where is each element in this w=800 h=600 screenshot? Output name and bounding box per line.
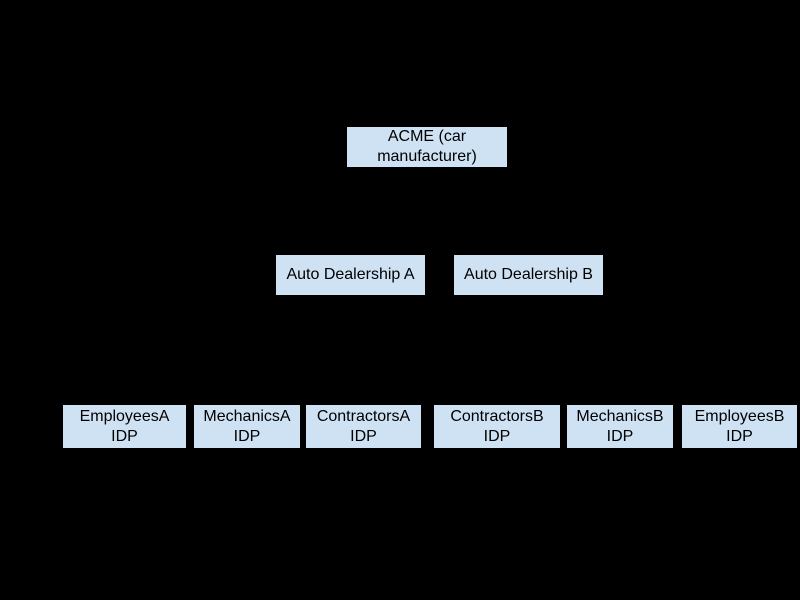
diagram-node-auto-dealership-b: Auto Dealership B — [454, 255, 603, 295]
diagram-node-mechanics-b-idp: MechanicsB IDP — [567, 405, 673, 448]
diagram-node-acme: ACME (car manufacturer) — [347, 127, 507, 167]
diagram-node-employees-b-idp: EmployeesB IDP — [682, 405, 797, 448]
diagram-node-contractors-b-idp: ContractorsB IDP — [434, 405, 560, 448]
diagram-node-employees-a-idp: EmployeesA IDP — [63, 405, 186, 448]
diagram-node-mechanics-a-idp: MechanicsA IDP — [194, 405, 300, 448]
diagram-node-contractors-a-idp: ContractorsA IDP — [306, 405, 421, 448]
diagram-node-auto-dealership-a: Auto Dealership A — [276, 255, 425, 295]
